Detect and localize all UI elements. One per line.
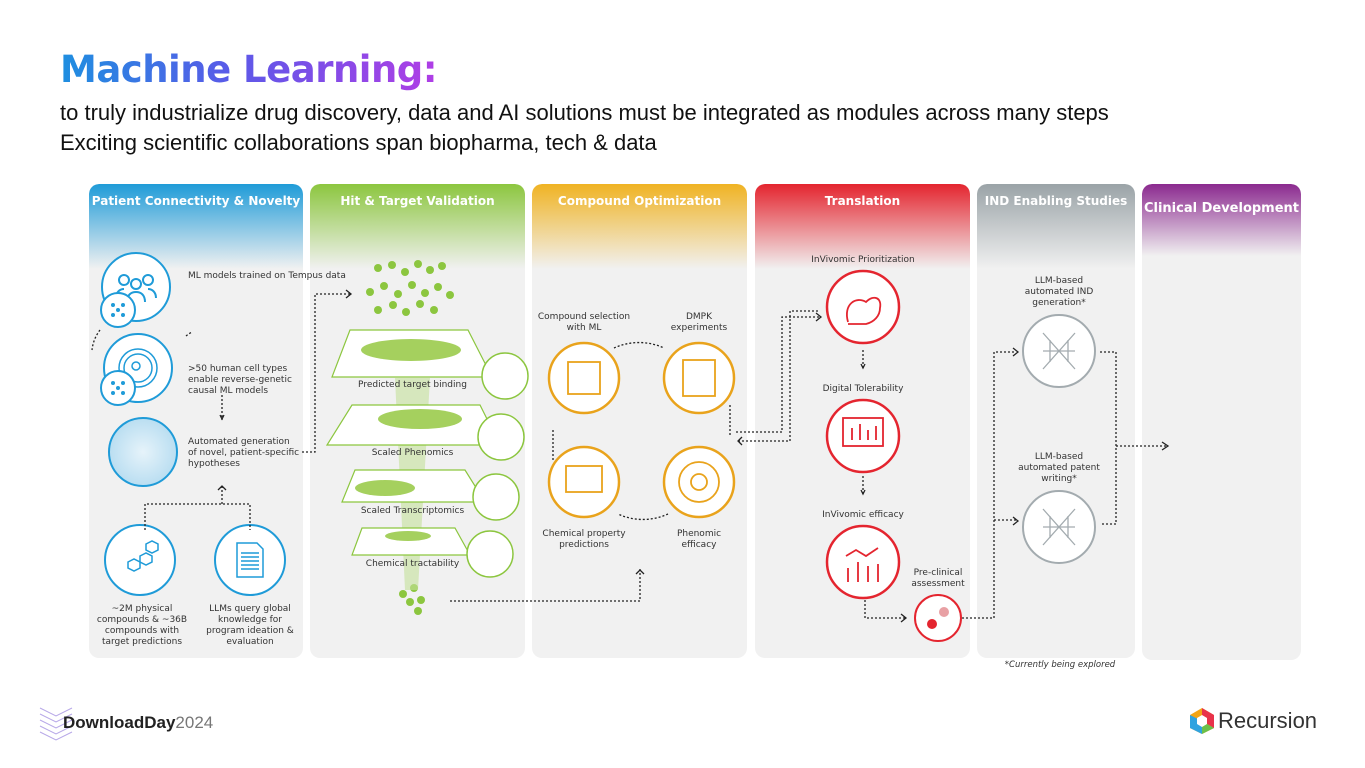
item-chemical-tractability: Chemical tractability [365,559,460,569]
network-icon [100,292,136,328]
document-icon [214,524,286,596]
column-hit-target-validation: Hit & Target Validation [310,184,525,658]
column-title: Patient Connectivity & Novelty [91,194,301,208]
item-llm-query: LLMs query global knowledge for program … [206,604,294,647]
column-compound-optimization: Compound Optimization [532,184,747,658]
item-chemical-property: Chemical property predictions [542,529,626,550]
column-title: Compound Optimization [557,194,722,208]
item-cell-types: >50 human cell types enable reverse-gene… [188,364,292,396]
subtitle-line-1: to truly industrialize drug discovery, d… [60,100,1109,125]
column-title: IND Enabling Studies [984,194,1128,208]
item-invivomic-prioritization: InVivomic Prioritization [811,255,915,265]
column-title: Hit & Target Validation [340,194,495,208]
recursion-logo-mark [1190,708,1214,734]
event-name: DownloadDay [63,713,176,732]
column-title: Clinical Development [1143,201,1300,216]
item-compound-selection: Compound selection with ML [537,312,631,333]
item-patent-writing: LLM-based automated patent writing* [1018,452,1100,484]
column-ind-enabling: IND Enabling Studies [977,184,1135,658]
event-year: 2024 [175,713,214,732]
item-ind-generation: LLM-based automated IND generation* [1024,276,1094,308]
item-tempus: ML models trained on Tempus data [188,271,346,281]
item-hypotheses: Automated generation of novel, patient-s… [188,437,300,469]
item-digital-tolerability: Digital Tolerability [822,384,904,394]
column-clinical-development: Clinical Development [1142,184,1301,660]
downloadday-logo: DownloadDay2024 [63,713,213,733]
item-scaled-phenomics: Scaled Phenomics [371,448,454,458]
slide-title: Machine Learning: [60,48,438,91]
footnote: *Currently being explored [1004,660,1116,670]
subtitle-line-2: Exciting scientific collaborations span … [60,130,657,155]
item-scaled-transcriptomics: Scaled Transcriptomics [360,506,465,516]
item-phenomic-efficacy: Phenomic efficacy [676,529,722,550]
item-compounds: ~2M physical compounds & ~36B compounds … [96,604,188,647]
network-icon [100,370,136,406]
hypothesis-image [108,417,178,487]
item-dmpk: DMPK experiments [670,312,728,333]
recursion-logo: Recursion [1218,708,1318,733]
item-preclinical-assessment: Pre-clinical assessment [911,568,965,589]
item-invivomic-efficacy: InVivomic efficacy [822,510,904,520]
item-predicted-target-binding: Predicted target binding [358,380,467,390]
molecule-icon [104,524,176,596]
column-title: Translation [824,194,901,208]
